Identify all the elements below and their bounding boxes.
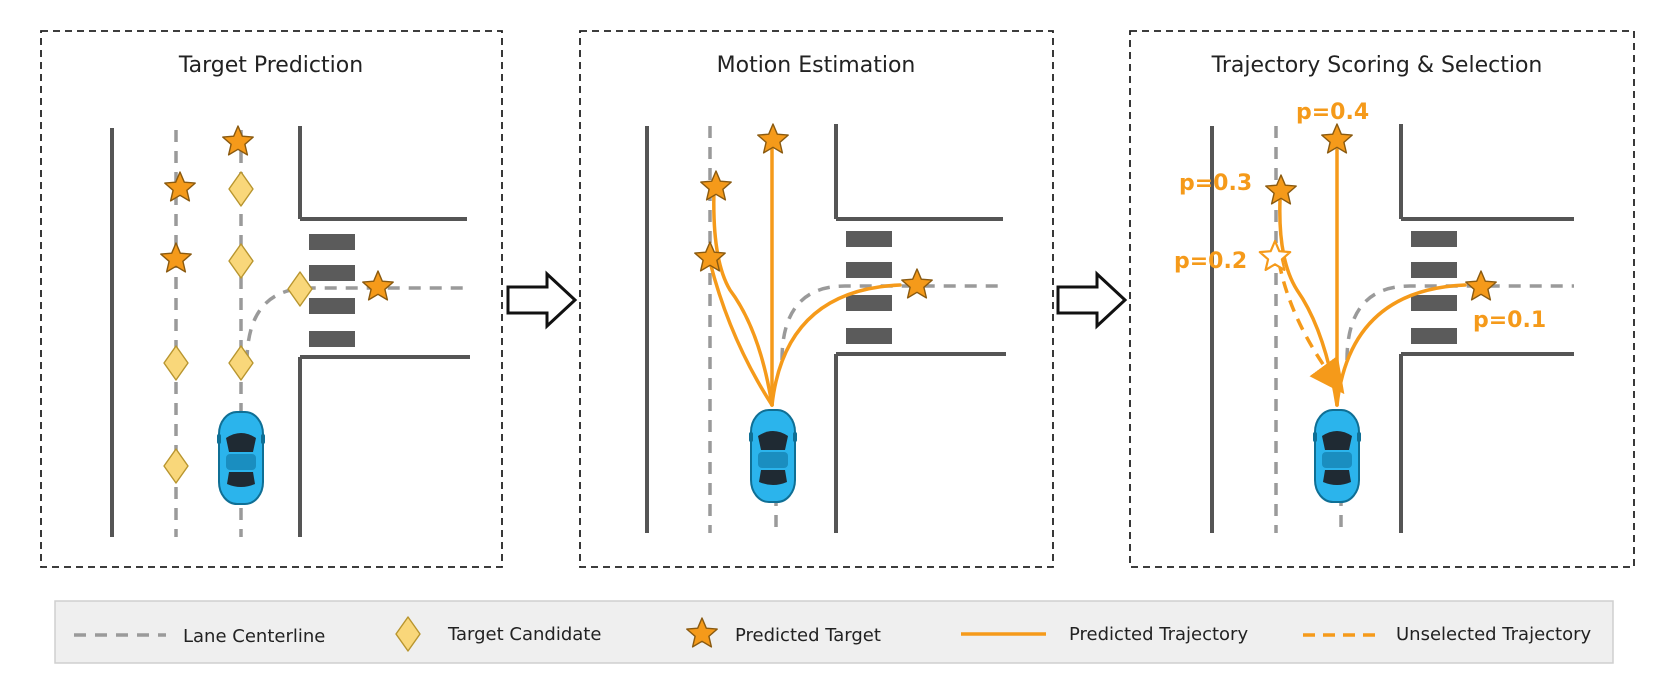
unselected-trajectory <box>1277 261 1345 395</box>
diamond-icon <box>163 345 189 381</box>
star-icon <box>222 125 254 156</box>
probability-label: p=0.2 <box>1174 249 1247 274</box>
predicted-targets <box>160 125 394 301</box>
star-icon <box>1465 270 1497 301</box>
diamond-icon <box>228 243 254 279</box>
diamond-icon <box>287 271 313 307</box>
predicted-targets <box>1258 123 1497 301</box>
right-arrow-icon <box>1056 270 1128 330</box>
diamond-icon <box>228 345 254 381</box>
road <box>1210 124 1574 533</box>
crosswalk <box>309 234 355 347</box>
road <box>645 124 1006 533</box>
diamond-icon <box>163 448 189 484</box>
legend-label: Lane Centerline <box>183 626 325 647</box>
crosswalk <box>1411 231 1457 344</box>
legend-box <box>54 600 1614 664</box>
car-icon <box>748 409 798 503</box>
star-icon <box>362 270 394 301</box>
panel-title: Motion Estimation <box>717 53 916 78</box>
star-icon <box>700 170 732 201</box>
road <box>110 126 470 537</box>
panel-title: Target Prediction <box>178 53 363 78</box>
panel-title: Trajectory Scoring & Selection <box>1211 53 1543 78</box>
predicted-targets <box>694 123 933 299</box>
car-icon <box>216 411 266 505</box>
panel-border <box>1129 30 1635 568</box>
panel-trajectory-scoring: Trajectory Scoring & Selection <box>1129 30 1635 568</box>
right-arrow-icon <box>506 270 578 330</box>
legend: Lane Centerline Target Candidate Predict… <box>54 600 1614 664</box>
star-icon <box>901 268 933 299</box>
diamond-icon <box>228 171 254 207</box>
panel-target-prediction: Target Prediction <box>40 30 503 568</box>
panel-border <box>579 30 1054 568</box>
probability-label: p=0.1 <box>1473 308 1546 333</box>
predicted-trajectories <box>708 146 902 407</box>
crosswalk <box>846 231 892 344</box>
legend-label: Target Candidate <box>447 624 601 645</box>
legend-label: Predicted Trajectory <box>1069 624 1248 645</box>
car-icon <box>1312 409 1362 503</box>
probability-label: p=0.4 <box>1296 100 1369 125</box>
star-icon <box>164 171 196 202</box>
panel-border <box>40 30 503 568</box>
panel-motion-estimation: Motion Estimation <box>579 30 1054 568</box>
probability-label: p=0.3 <box>1179 171 1252 196</box>
unselected-star-icon <box>1258 239 1292 271</box>
legend-label: Predicted Target <box>735 625 881 646</box>
legend-label: Unselected Trajectory <box>1396 624 1592 645</box>
